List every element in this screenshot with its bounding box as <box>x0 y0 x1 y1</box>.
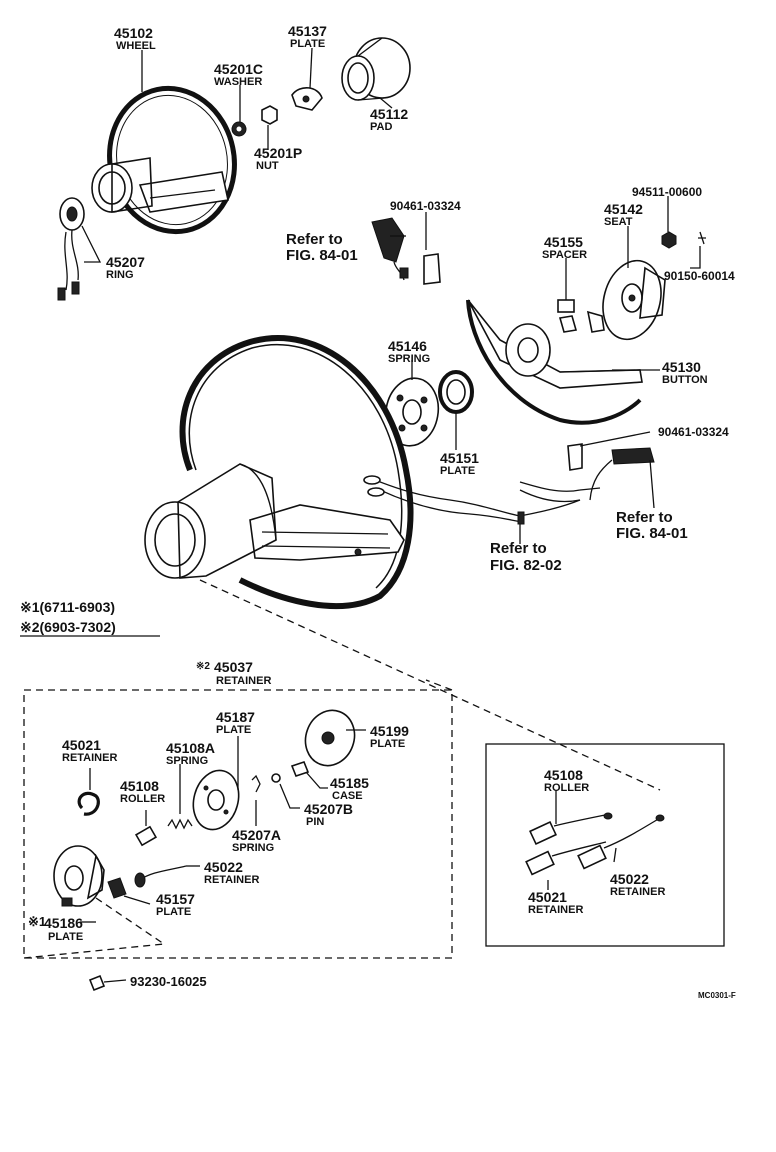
steering-wheel-small <box>91 85 237 235</box>
label-45186-num: 45186 <box>44 915 83 931</box>
label-45112-num: 45112 <box>370 106 408 122</box>
label-45112-name: PAD <box>370 121 392 133</box>
ref-bottom-line2: FIG. 82-02 <box>490 557 562 574</box>
label-45142-name: SEAT <box>604 216 633 228</box>
label-45199-name: PLATE <box>370 738 405 750</box>
ref-upper-line1: Refer to <box>286 231 343 248</box>
label-45157-name: PLATE <box>156 906 191 918</box>
ref-upper-line2: FIG. 84-01 <box>286 247 358 264</box>
steering-wheel-large <box>144 335 414 610</box>
label-45021-name: RETAINER <box>62 752 117 764</box>
label-93230: 93230-16025 <box>130 974 207 989</box>
label-45155-num: 45155 <box>544 234 583 250</box>
label-45186-name: PLATE <box>48 931 83 943</box>
label-45185-num: 45185 <box>330 775 369 791</box>
label-45151-num: 45151 <box>440 450 479 466</box>
label-45207a-name: SPRING <box>232 842 274 854</box>
note-1: ※1(6711-6903) <box>20 599 115 615</box>
label-45157-num: 45157 <box>156 891 195 907</box>
label-90150: 90150-60014 <box>664 269 735 283</box>
washer-nut-parts <box>231 105 278 137</box>
note-2: ※2(6903-7302) <box>20 619 116 635</box>
ref-right-line1: Refer to <box>616 509 673 526</box>
label-90461-top: 90461-03324 <box>390 199 461 213</box>
ref-bottom-line1: Refer to <box>490 540 547 557</box>
label-45207b-num: 45207B <box>304 801 353 817</box>
spacer-45155-part <box>557 299 605 333</box>
retainer-detail-box <box>485 743 725 947</box>
ref-right-line2: FIG. 84-01 <box>616 525 688 542</box>
label-45207b-name: PIN <box>306 816 324 828</box>
label-box-45021-num: 45021 <box>528 889 567 905</box>
label-45108a-num: 45108A <box>166 740 215 756</box>
label-45186-mark: ※1 <box>28 914 46 929</box>
label-45130-name: BUTTON <box>662 374 708 386</box>
pad-45112-part <box>341 37 411 101</box>
label-box-45022-num: 45022 <box>610 871 649 887</box>
label-45201c-num: 45201C <box>214 61 263 77</box>
label-90461-mid: 90461-03324 <box>658 425 729 439</box>
detail-parts <box>525 790 665 890</box>
label-45102-name: WHEEL <box>116 40 156 52</box>
label-45187-name: PLATE <box>216 724 251 736</box>
label-45037-mark: ※2 <box>196 661 210 672</box>
label-box-45108-name: ROLLER <box>544 782 589 794</box>
label-45146-num: 45146 <box>388 338 427 354</box>
label-45207-name: RING <box>106 269 134 281</box>
label-box-45021-name: RETAINER <box>528 904 583 916</box>
label-45137-name: PLATE <box>290 38 325 50</box>
label-45185-name: CASE <box>332 790 363 802</box>
plate-45137-part <box>291 87 323 111</box>
label-45199-num: 45199 <box>370 723 409 739</box>
retainer-assembly-box <box>23 579 661 959</box>
label-45201c-name: WASHER <box>214 76 262 88</box>
switch-mid-part <box>567 443 655 501</box>
drawing-code: MC0301-F <box>698 991 736 1000</box>
part-labels: 45102 WHEEL 45137 PLATE 45201C WASHER 45… <box>28 23 736 1000</box>
wire-harness <box>363 475 601 525</box>
label-45108-name: ROLLER <box>120 793 165 805</box>
label-45201p-name: NUT <box>256 160 279 172</box>
retainer-parts <box>53 709 366 992</box>
seat-45142-part <box>602 231 706 341</box>
label-box-45108-num: 45108 <box>544 767 583 783</box>
label-45108a-name: SPRING <box>166 755 208 767</box>
leader-lines-upper <box>81 47 701 544</box>
label-45102-num: 45102 <box>114 25 153 41</box>
label-45155-name: SPACER <box>542 249 587 261</box>
label-45151-name: PLATE <box>440 465 475 477</box>
label-45037-name: RETAINER <box>216 675 271 687</box>
spring-45146-part <box>384 377 440 447</box>
label-45207a-num: 45207A <box>232 827 281 843</box>
label-45146-name: SPRING <box>388 353 430 365</box>
label-45130-num: 45130 <box>662 359 701 375</box>
label-box-45022-name: RETAINER <box>610 886 665 898</box>
label-45142-num: 45142 <box>604 201 643 217</box>
plate-45151-part <box>438 370 474 414</box>
label-94511: 94511-00600 <box>632 185 702 199</box>
label-45201p-num: 45201P <box>254 145 302 161</box>
switch-top-part <box>371 217 441 285</box>
label-45037-num: 45037 <box>214 659 253 675</box>
label-45022-name: RETAINER <box>204 874 259 886</box>
label-45207-num: 45207 <box>106 254 145 270</box>
label-45022-num: 45022 <box>204 859 243 875</box>
button-45130-part <box>466 299 643 425</box>
label-45137-num: 45137 <box>288 23 327 39</box>
label-45187-num: 45187 <box>216 709 255 725</box>
label-45108-num: 45108 <box>120 778 159 794</box>
notes: ※1(6711-6903) ※2(6903-7302) <box>20 599 160 637</box>
label-45021-num: 45021 <box>62 737 101 753</box>
ring-45207-part <box>57 197 85 301</box>
